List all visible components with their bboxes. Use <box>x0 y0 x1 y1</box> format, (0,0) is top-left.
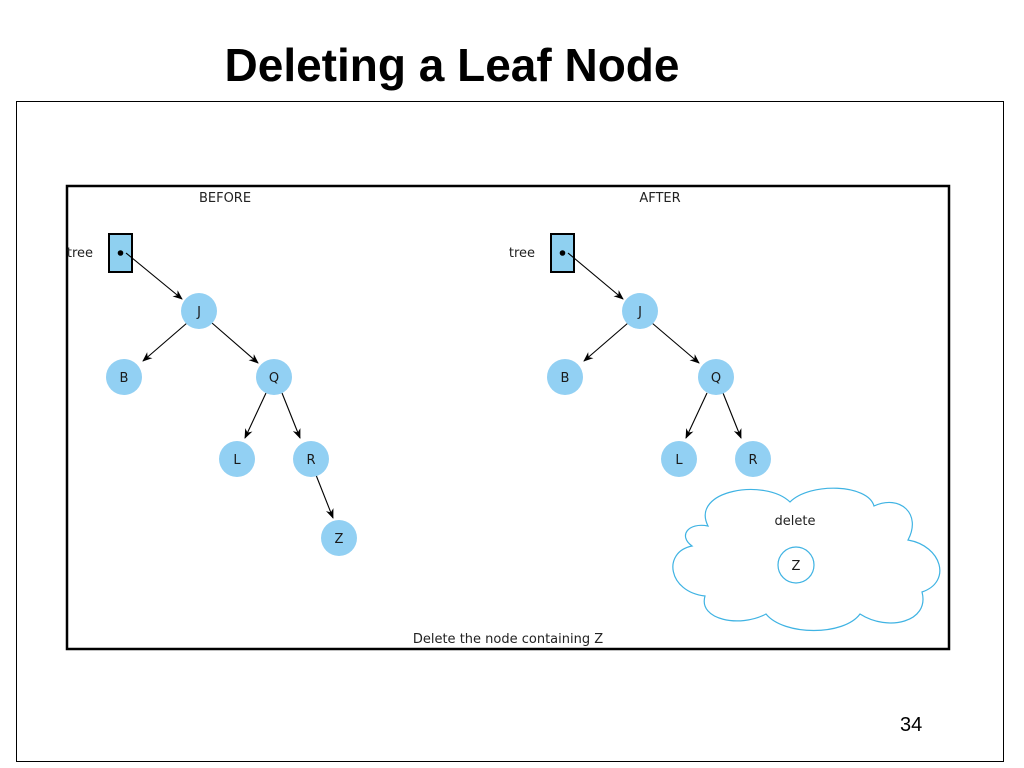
before-edge-j-q <box>211 322 259 364</box>
after-edges <box>567 252 742 439</box>
before-node-z: Z <box>321 520 357 556</box>
before-node-l-label: L <box>233 453 241 468</box>
after-edge-j-b <box>583 322 629 362</box>
before-edge-r-z <box>315 474 334 519</box>
before-label: BEFORE <box>199 191 251 206</box>
before-node-j-label: J <box>196 305 201 320</box>
after-node-q: Q <box>698 359 734 395</box>
before-edge-q-l <box>244 392 267 439</box>
before-edge-q-r <box>281 392 301 439</box>
after-node-l: L <box>661 441 697 477</box>
after-edge-tree-j <box>567 252 624 300</box>
before-node-z-label: Z <box>335 532 344 547</box>
before-node-q-label: Q <box>269 371 279 386</box>
after-node-b-label: B <box>561 371 570 386</box>
before-tree-label: tree <box>67 246 93 261</box>
delete-label: delete <box>775 514 816 529</box>
before-edge-tree-j <box>125 252 183 300</box>
before-node-r-label: R <box>306 453 315 468</box>
diagram-caption: Delete the node containing Z <box>413 632 603 647</box>
after-edge-q-r <box>722 392 742 439</box>
before-node-r: R <box>293 441 329 477</box>
after-edge-q-l <box>685 392 708 439</box>
after-node-q-label: Q <box>711 371 721 386</box>
slide-title: Deleting a Leaf Node <box>224 39 680 91</box>
before-edges <box>125 252 334 519</box>
before-node-j: J <box>181 293 217 329</box>
after-node-l-label: L <box>675 453 683 468</box>
before-node-l: L <box>219 441 255 477</box>
slide-frame <box>16 101 1004 762</box>
after-label: AFTER <box>639 191 680 206</box>
deleted-node-z: Z <box>777 546 815 584</box>
after-tree-label: tree <box>509 246 535 261</box>
after-node-r: R <box>735 441 771 477</box>
after-node-j: J <box>622 293 658 329</box>
before-edge-j-b <box>142 322 188 362</box>
before-node-b: B <box>106 359 142 395</box>
deleted-node-z-label: Z <box>792 559 801 574</box>
after-edge-j-q <box>651 322 700 364</box>
before-node-b-label: B <box>120 371 129 386</box>
before-pointer-dot <box>117 250 124 256</box>
after-node-r-label: R <box>748 453 757 468</box>
after-node-j-label: J <box>637 305 642 320</box>
before-node-q: Q <box>256 359 292 395</box>
page-number: 34 <box>900 714 923 736</box>
after-pointer-dot <box>559 250 566 256</box>
after-node-b: B <box>547 359 583 395</box>
